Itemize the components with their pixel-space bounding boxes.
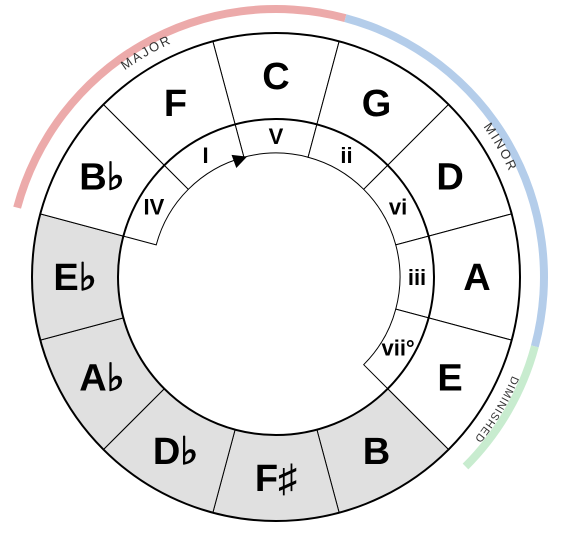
degree-label: iii: [408, 265, 426, 290]
band-diminished: [462, 345, 539, 470]
inner-degree-ring: [117, 118, 435, 436]
arrow-head-icon: [231, 154, 248, 168]
key-label: E: [437, 358, 462, 400]
key-label: D: [436, 157, 463, 199]
key-label: A: [463, 257, 490, 299]
key-label: F♯: [255, 458, 297, 500]
quality-bands: [13, 5, 548, 470]
degree-label: vi: [389, 195, 407, 220]
degree-label: IV: [143, 195, 164, 220]
degree-label: ii: [340, 143, 352, 168]
outer-key-ring: [31, 32, 521, 522]
key-label: B: [363, 431, 390, 473]
degree-label: I: [202, 143, 208, 168]
key-label: D♭: [153, 431, 198, 473]
degree-label: vii°: [381, 336, 414, 361]
key-label: E♭: [53, 257, 96, 299]
key-label: F: [164, 83, 187, 125]
degree-label: V: [269, 124, 284, 149]
key-label: A♭: [79, 358, 124, 400]
key-label: G: [362, 83, 392, 125]
key-label: C: [262, 56, 289, 98]
key-label: B♭: [79, 157, 124, 199]
